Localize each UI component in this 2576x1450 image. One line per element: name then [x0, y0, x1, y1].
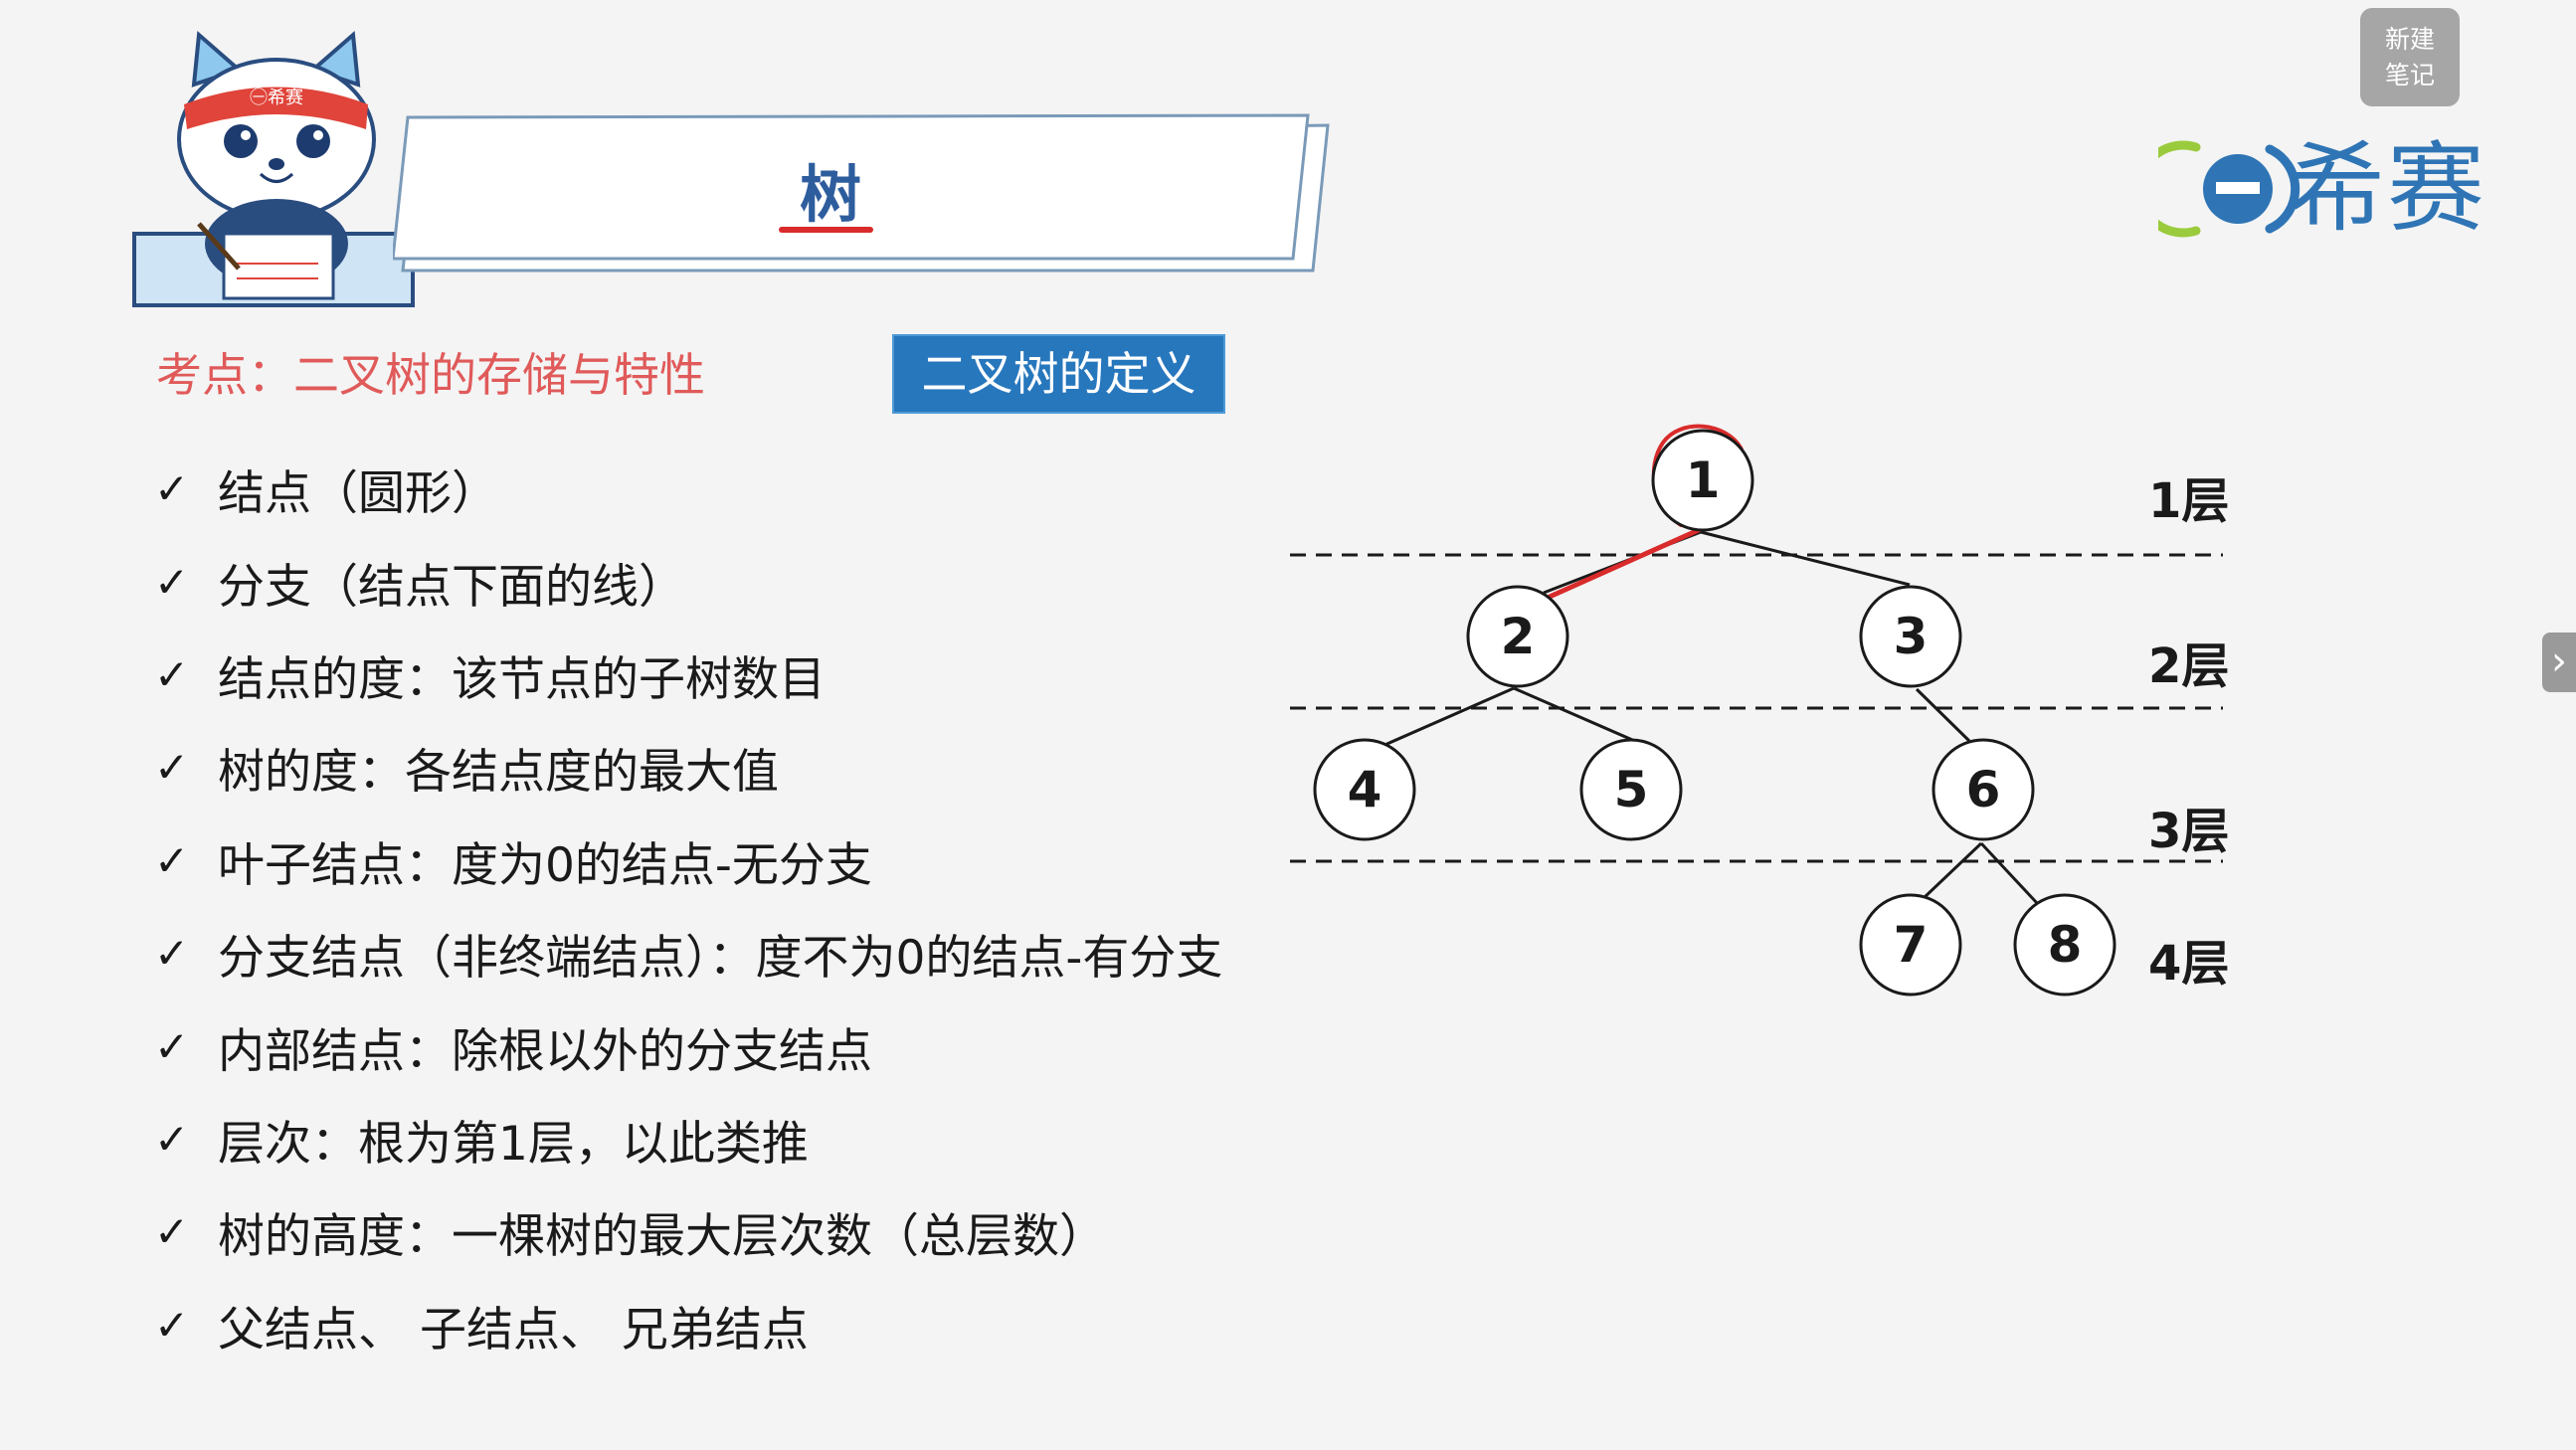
tree-node: 5: [1579, 738, 1683, 841]
list-item-text: 父结点、 子结点、 兄弟结点: [218, 1302, 809, 1358]
list-item-text: 层次：根为第1层，以此类推: [218, 1116, 809, 1172]
binary-tree-definition-button[interactable]: 二叉树的定义: [892, 334, 1225, 414]
check-icon: ✓: [154, 929, 190, 979]
cat-mascot-icon: ㊀希赛: [132, 30, 415, 307]
level-label: 1层: [2148, 473, 2229, 529]
page-title: 树: [799, 158, 861, 231]
new-note-label-line1: 新建: [2384, 24, 2435, 54]
svg-text:4: 4: [1348, 761, 1382, 818]
chevron-right-icon[interactable]: ›: [2542, 633, 2576, 692]
exam-point-subtitle: 考点：二叉树的存储与特性: [156, 348, 705, 402]
level-label: 2层: [2148, 638, 2229, 694]
svg-text:8: 8: [2048, 916, 2083, 974]
tree-diagram: 1 2 3 4 5 6 7 8 1层 2层 3层 4层: [1290, 424, 2229, 997]
check-icon: ✓: [154, 1207, 190, 1257]
list-item: ✓ 分支结点（非终端结点）：度不为0的结点-有分支: [154, 907, 1222, 999]
logo-text: 希赛: [2288, 132, 2487, 246]
tree-edge: [1381, 686, 1515, 748]
title-underline-annotation: [779, 227, 873, 233]
list-item-text: 树的度：各结点度的最大值: [218, 745, 779, 801]
list-item: ✓ 结点的度：该节点的子树数目: [154, 629, 1222, 721]
concept-list: ✓ 结点（圆形） ✓ 分支（结点下面的线） ✓ 结点的度：该节点的子树数目 ✓ 树的度：…: [154, 443, 1222, 1371]
list-item-text: 分支（结点下面的线）: [218, 559, 685, 615]
tree-node: 3: [1859, 585, 1962, 688]
list-item-text: 结点（圆形）: [218, 466, 498, 522]
list-item: ✓ 层次：根为第1层，以此类推: [154, 1093, 1222, 1185]
xisai-logo-icon: [2158, 140, 2300, 238]
check-icon: ✓: [154, 1114, 190, 1164]
svg-text:2: 2: [1501, 608, 1536, 665]
list-item: ✓ 结点（圆形）: [154, 443, 1222, 535]
tree-node: 1: [1651, 429, 1754, 532]
tree-node: 7: [1859, 893, 1962, 997]
tree-edge: [1921, 841, 1983, 901]
list-item-text: 结点的度：该节点的子树数目: [218, 651, 826, 707]
list-item: ✓ 内部结点：除根以外的分支结点: [154, 999, 1222, 1092]
list-item-text: 树的高度：一棵树的最大层次数（总层数）: [218, 1209, 1106, 1265]
svg-text:6: 6: [1966, 761, 2001, 818]
list-item: ✓ 父结点、 子结点、 兄弟结点: [154, 1279, 1222, 1371]
new-note-label-line2: 笔记: [2384, 60, 2435, 90]
tree-edge: [1513, 686, 1647, 748]
tree-node: 8: [2013, 893, 2116, 997]
check-icon: ✓: [154, 649, 190, 699]
tree-edge: [1700, 530, 1911, 587]
check-icon: ✓: [154, 835, 190, 885]
svg-text:7: 7: [1894, 916, 1929, 974]
tree-node: 2: [1466, 585, 1569, 688]
check-icon: ✓: [154, 743, 190, 793]
new-note-button[interactable]: 新建 笔记: [2360, 8, 2460, 106]
svg-text:㊀希赛: ㊀希赛: [250, 88, 303, 108]
list-item: ✓ 分支（结点下面的线）: [154, 535, 1222, 628]
tree-edge: [1915, 687, 1971, 743]
svg-text:1: 1: [1686, 452, 1721, 509]
check-icon: ✓: [154, 1021, 190, 1071]
check-icon: ✓: [154, 1300, 190, 1350]
annotation-stroke: [1547, 526, 1704, 600]
svg-text:3: 3: [1894, 608, 1929, 665]
list-item-text: 叶子结点：度为0的结点-无分支: [218, 837, 872, 893]
tree-node: 6: [1932, 738, 2035, 841]
tree-edge: [1979, 841, 2039, 905]
list-item-text: 分支结点（非终端结点）：度不为0的结点-有分支: [218, 931, 1223, 987]
list-item-text: 内部结点：除根以外的分支结点: [218, 1023, 872, 1079]
list-item: ✓ 叶子结点：度为0的结点-无分支: [154, 815, 1222, 907]
check-icon: ✓: [154, 464, 190, 514]
level-label: 3层: [2148, 804, 2229, 859]
tree-node: 4: [1313, 738, 1416, 841]
list-item: ✓ 树的度：各结点度的最大值: [154, 721, 1222, 814]
check-icon: ✓: [154, 557, 190, 607]
list-item: ✓ 树的高度：一棵树的最大层次数（总层数）: [154, 1185, 1222, 1278]
svg-text:5: 5: [1614, 761, 1649, 818]
title-banner: [393, 113, 1330, 272]
level-label: 4层: [2148, 936, 2229, 992]
